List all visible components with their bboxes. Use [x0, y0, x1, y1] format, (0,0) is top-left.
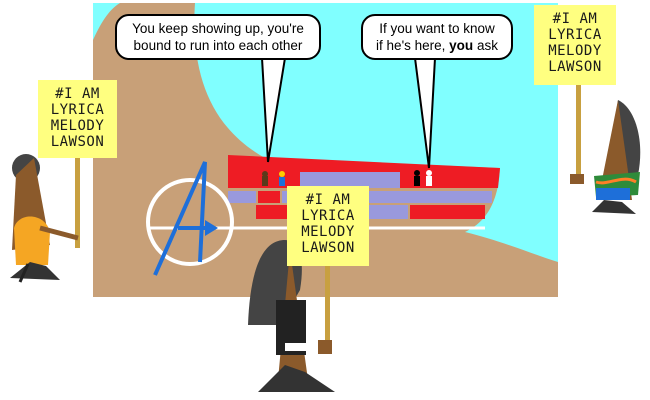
sign-right-line4: LAWSON: [548, 59, 602, 75]
speech-left-line2: bound to run into each other: [133, 38, 303, 53]
right-protester: [570, 80, 641, 214]
sign-right-line1: #I AM: [552, 11, 598, 27]
speech-bubble-left: You keep showing up, you're bound to run…: [115, 14, 321, 60]
sign-left-line1: #I AM: [55, 86, 100, 102]
speech-left-line1: You keep showing up, you're: [132, 21, 304, 36]
sign-right-line2: LYRICA: [548, 27, 602, 43]
sign-center-line1: #I AM: [305, 192, 351, 208]
sign-left-line3: MELODY: [50, 118, 105, 134]
sign-left-line2: LYRICA: [50, 102, 105, 118]
speech-right-line2-prefix: if he's here,: [376, 38, 450, 53]
protest-sign-left: #I AM LYRICA MELODY LAWSON: [38, 80, 117, 158]
sign-left-line4: LAWSON: [50, 134, 105, 150]
speech-right-line2: if he's here, you ask: [371, 37, 503, 54]
sign-center-line2: LYRICA: [301, 208, 355, 224]
sign-center-line3: MELODY: [301, 224, 355, 240]
sign-right-line3: MELODY: [548, 43, 602, 59]
speech-right-line2-suffix: ask: [473, 38, 498, 53]
left-protester: [10, 148, 80, 283]
sign-center-line4: LAWSON: [301, 240, 355, 256]
protest-sign-right: #I AM LYRICA MELODY LAWSON: [534, 5, 616, 85]
deck-figures: [262, 170, 432, 186]
speech-right-line2-emph: you: [449, 38, 474, 53]
protest-sign-center: #I AM LYRICA MELODY LAWSON: [287, 186, 369, 266]
speech-bubble-right: If you want to know if he's here, you as…: [361, 14, 513, 60]
speech-right-line1: If you want to know: [379, 21, 495, 36]
anarchy-emblem: [146, 161, 234, 276]
